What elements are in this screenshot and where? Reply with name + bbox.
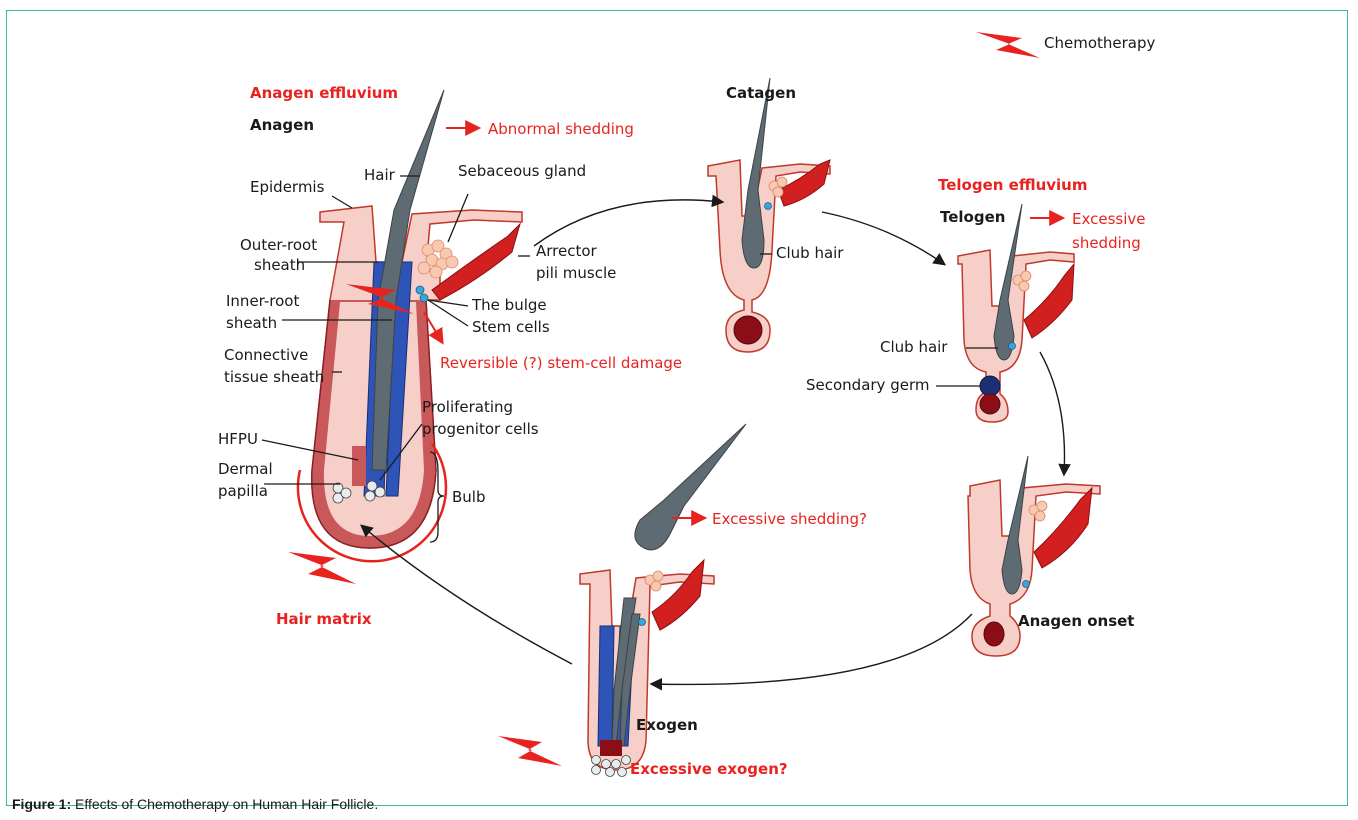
lightning-icon [498,736,562,766]
connective-sheath-label: Connective [224,346,308,364]
hfpu [352,446,366,486]
figure-caption: Figure 1: Effects of Chemotherapy on Hum… [12,796,378,812]
catagen-club-hair-label: Club hair [776,244,844,262]
telogen-effluvium-label: Telogen effluvium [938,176,1088,194]
inner-root-sheath-label-2: sheath [226,314,277,332]
bulge-label: The bulge [471,296,547,314]
caption-text: Effects of Chemotherapy on Human Hair Fo… [71,796,378,812]
arrector-label-2: pili muscle [536,264,616,282]
legend-label: Chemotherapy [1044,34,1155,52]
catagen-follicle [708,78,830,352]
exogen-follicle [498,424,746,777]
hair-matrix-label: Hair matrix [276,610,372,628]
connective-sheath-label-2: tissue sheath [224,368,324,386]
legend-chemotherapy: Chemotherapy [976,32,1155,58]
telogen-excessive-label: Excessive [1072,210,1145,228]
telogen-follicle [958,204,1074,422]
excessive-exogen-label: Excessive exogen? [630,760,788,778]
telogen-title: Telogen [940,208,1005,226]
sebaceous-gland-label: Sebaceous gland [458,162,586,180]
abnormal-shedding-label: Abnormal shedding [488,120,634,138]
proliferating-label: Proliferating [422,398,513,416]
bulb-label: Bulb [452,488,486,506]
epidermis-label: Epidermis [250,178,325,196]
telogen-club-hair-label: Club hair [880,338,948,356]
outer-root-sheath-label: Outer-root [240,236,317,254]
inner-root-sheath-label: Inner-root [226,292,299,310]
catagen-title: Catagen [726,84,796,102]
lightning-icon [976,32,1040,58]
stem-damage-label: Reversible (?) stem-cell damage [440,354,682,372]
outer-root-sheath-label-2: sheath [254,256,305,274]
stem-cells-label: Stem cells [472,318,550,336]
anagen-title: Anagen [250,116,314,134]
anagen-effluvium-label: Anagen effluvium [250,84,398,102]
hair-label: Hair [364,166,396,184]
dermal-papilla-label-2: papilla [218,482,268,500]
arrector-label: Arrector [536,242,598,260]
exogen-title: Exogen [636,716,698,734]
proliferating-label-2: progenitor cells [422,420,539,438]
secondary-germ-label: Secondary germ [806,376,929,394]
dermal-papilla-label: Dermal [218,460,273,478]
hair-cycle-diagram: Chemotherapy [0,0,1358,796]
hfpu-label: HFPU [218,430,258,448]
telogen-excessive-label-2: shedding [1072,234,1141,252]
exogen-excessive-shedding-label: Excessive shedding? [712,510,867,528]
caption-label: Figure 1: [12,796,71,812]
anagen-onset-title: Anagen onset [1018,612,1134,630]
